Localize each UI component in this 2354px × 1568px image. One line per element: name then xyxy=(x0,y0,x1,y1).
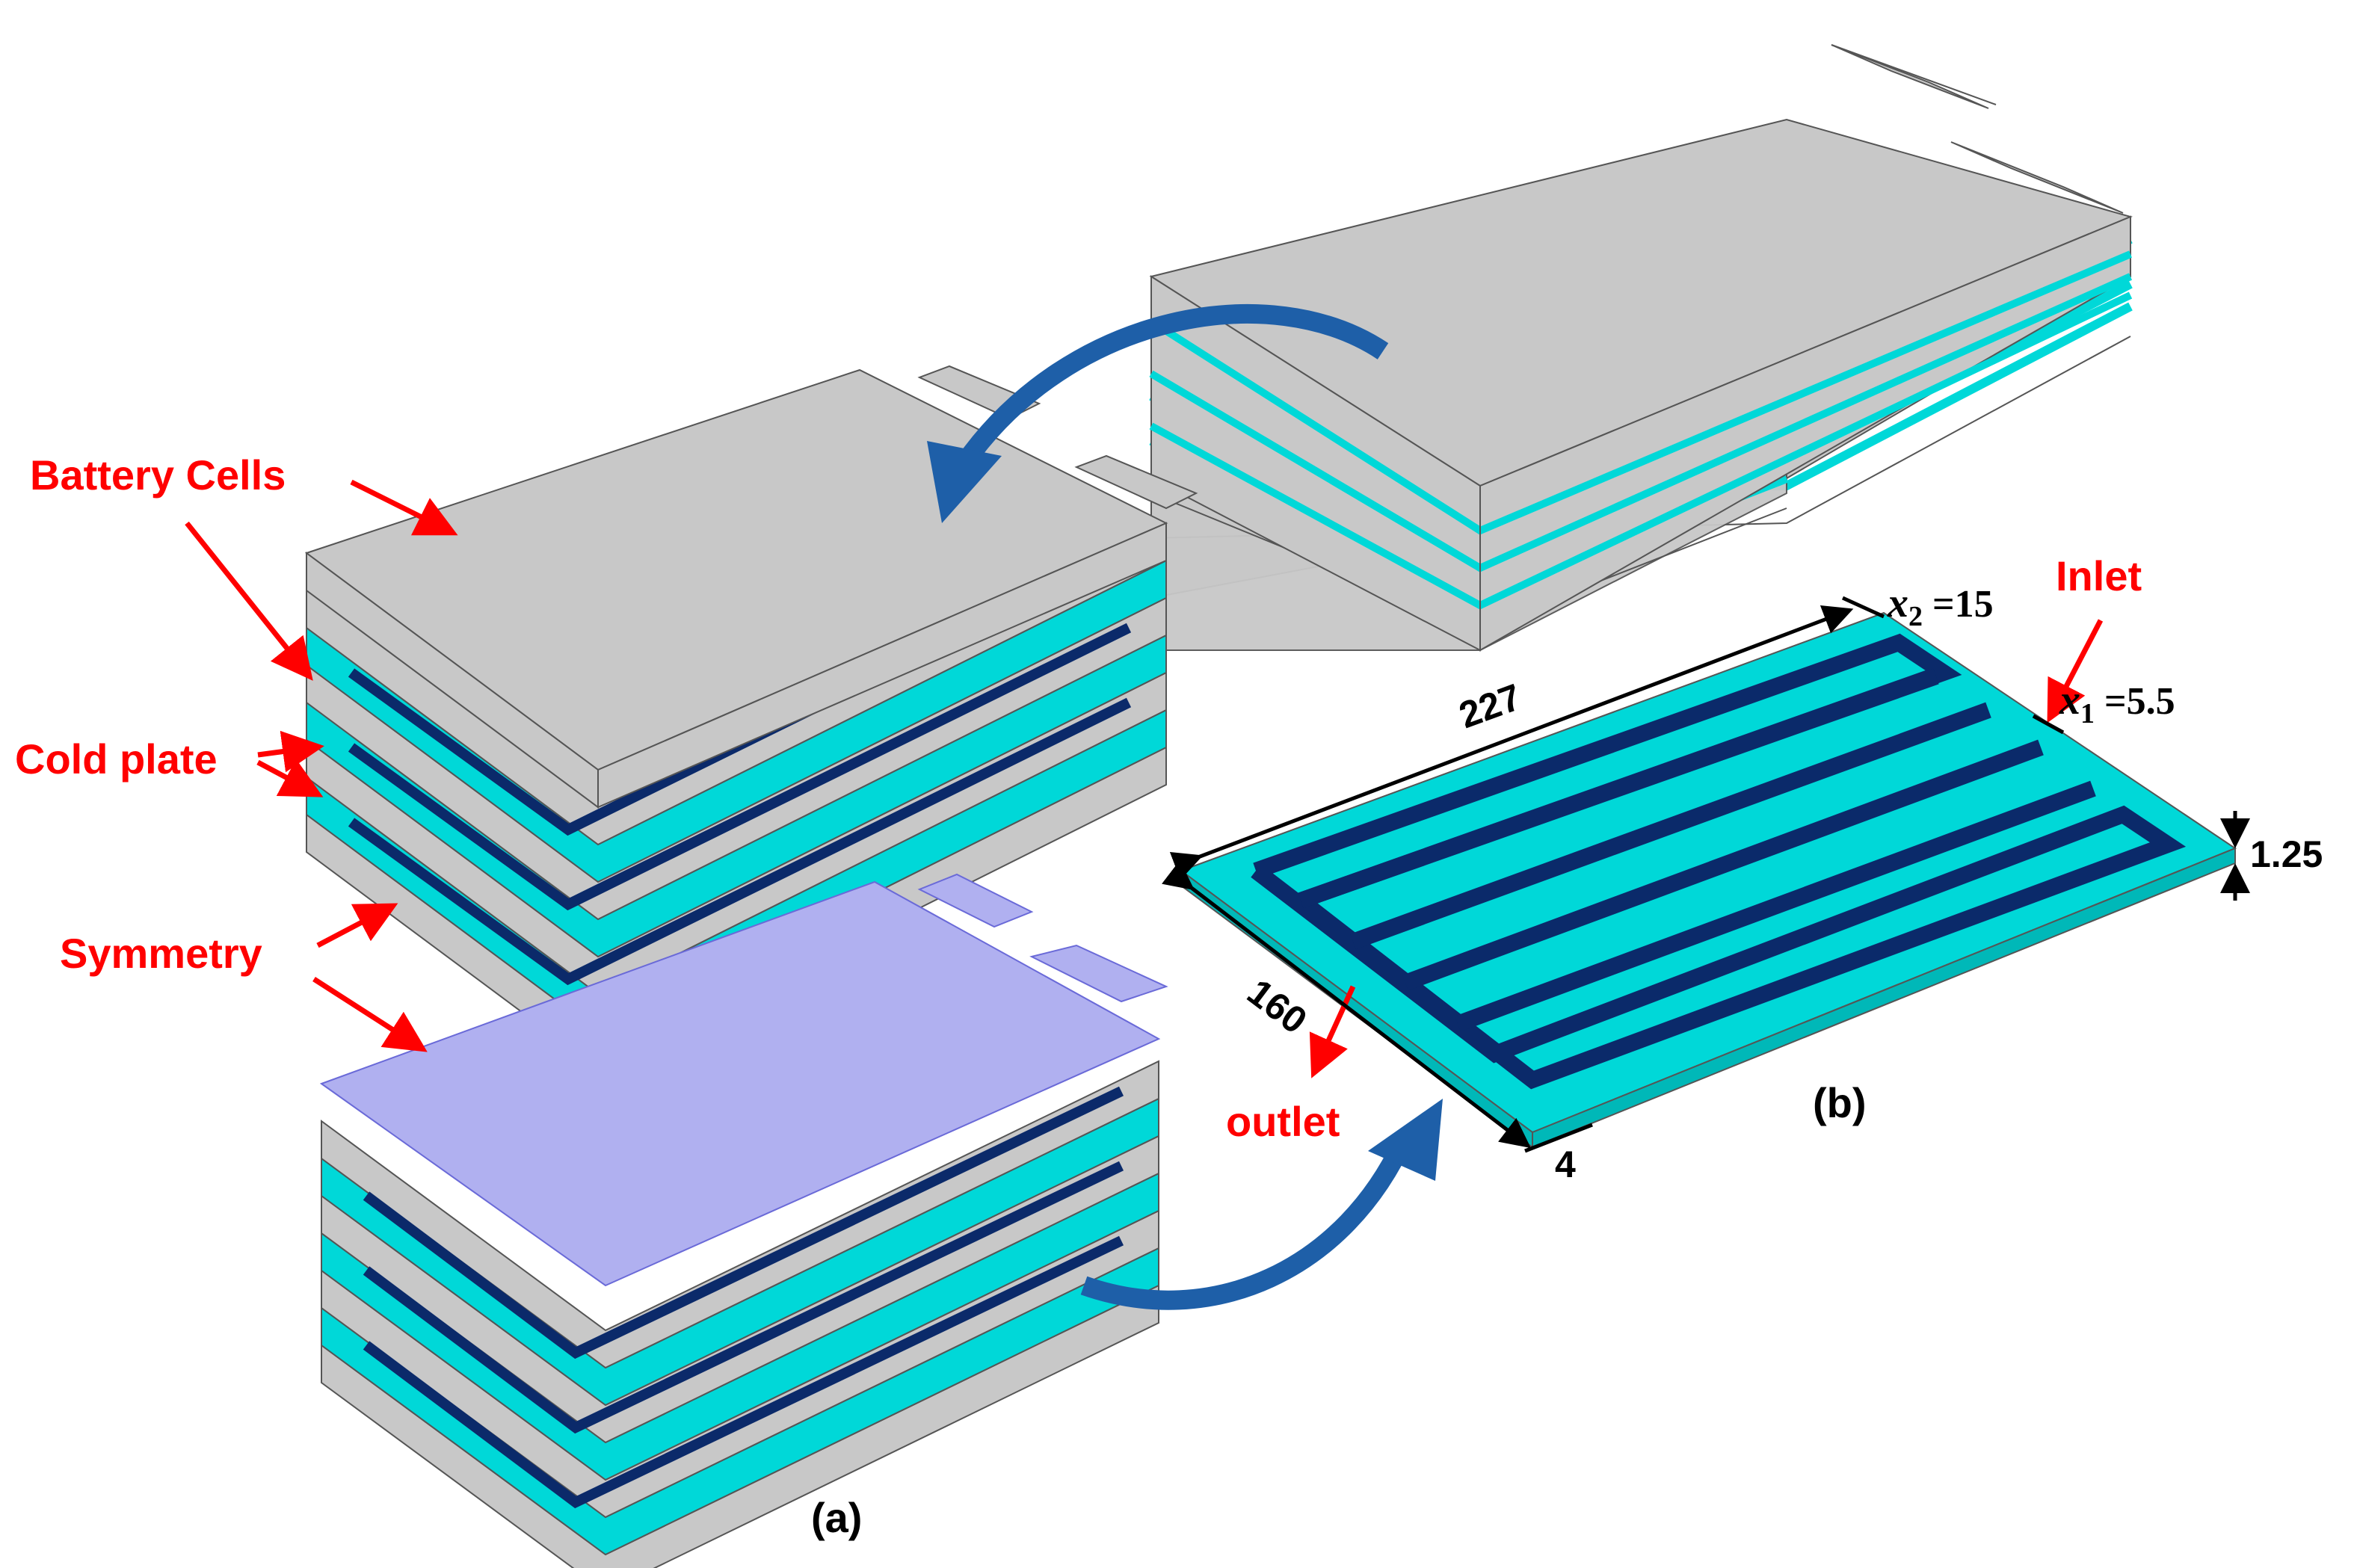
dimension-x2: x2 =15 xyxy=(1887,580,1994,632)
dimension-lines xyxy=(1162,596,2250,1153)
dimension-thickness: 1.25 xyxy=(2250,833,2323,875)
label-symmetry: Symmetry xyxy=(60,930,262,977)
panel-label-b: (b) xyxy=(1813,1079,1867,1126)
flow-arrow-upper xyxy=(927,304,1389,523)
dimension-length: 227 xyxy=(1454,676,1527,736)
dimension-x1: x1 =5.5 xyxy=(2059,677,2175,729)
dimension-width: 160 xyxy=(1239,971,1314,1042)
dimension-edge: 4 xyxy=(1555,1143,1576,1185)
full-module-stack xyxy=(1149,44,2133,652)
label-inlet: Inlet xyxy=(2056,552,2142,599)
panel-label-a: (a) xyxy=(811,1494,862,1541)
label-battery-cells: Battery Cells xyxy=(30,451,286,499)
label-cold-plate: Cold plate xyxy=(15,735,218,783)
label-outlet: outlet xyxy=(1226,1098,1340,1145)
half-module-lower-stack xyxy=(319,873,1168,1568)
